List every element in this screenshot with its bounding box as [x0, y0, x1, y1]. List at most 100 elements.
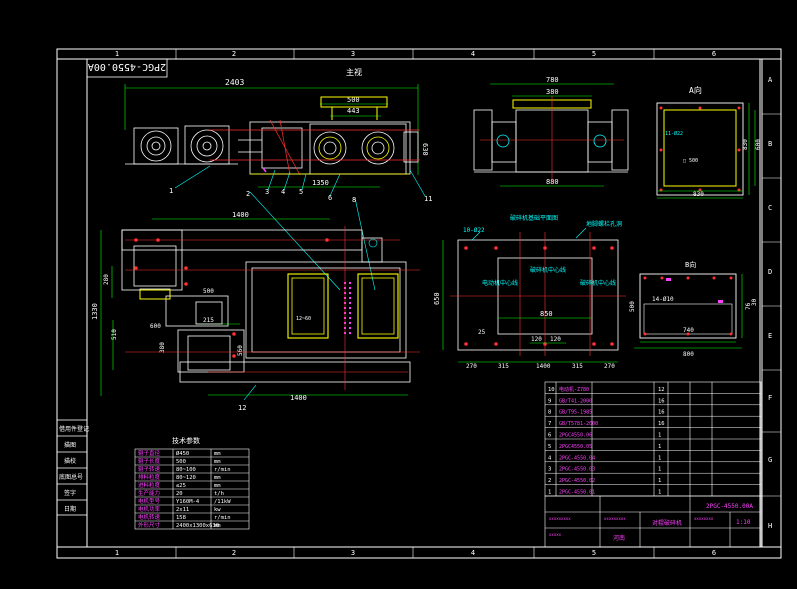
foundation-dim-row-0: 270 [466, 363, 477, 370]
part-index: 7 [548, 421, 551, 427]
strip-label-2: 描校 [64, 457, 76, 465]
strip-label-5: 日期 [64, 505, 76, 513]
view-b-dim-width: 740 [683, 327, 694, 334]
front-callout-6: 6 [328, 194, 332, 202]
part-code: GB/T41-2000 [559, 398, 592, 404]
part-qty: 1 [658, 467, 661, 473]
view-a-dim-side: 11-Ø22 [665, 130, 683, 137]
view-b: B向 14-Ø10 740 800 500 76 30 [629, 260, 758, 358]
foundation-title: 破碎机基础平面图 [510, 214, 558, 222]
part-index: 5 [548, 444, 551, 450]
tech-param-unit: mm [214, 475, 221, 481]
drawing-number-inverted: 2PGC-4550.00A [88, 61, 166, 72]
tech-param-name: 辊子长度 [138, 457, 161, 465]
foundation-dim-25: 25 [478, 329, 486, 336]
front-callout-2: 2 [246, 190, 250, 198]
tech-param-unit: mm [214, 483, 221, 489]
tech-param-unit: mm [214, 523, 221, 529]
front-callout-11: 11 [424, 195, 432, 203]
side-view: 780 380 880 [473, 76, 629, 187]
col-label-bottom-3: 3 [351, 549, 355, 557]
part-code: 2PGC4550.06 [559, 433, 592, 439]
view-b-dim-top: 14-Ø10 [652, 296, 674, 303]
title-name: 对辊破碎机 [652, 519, 682, 527]
col-label-top-5: 5 [592, 50, 596, 58]
part-code: 2PGC-4550.04 [559, 455, 595, 461]
part-code: GB/T95-1985 [559, 410, 592, 416]
plan-dim-top: 1400 [232, 211, 249, 219]
front-callout-8: 8 [352, 196, 356, 204]
part-index: 8 [548, 410, 551, 416]
plan-dim-c: 215 [203, 317, 214, 324]
title-drawing-number: 2PGC-4550.00A [706, 503, 753, 510]
foundation-dim-row-4: 270 [604, 363, 615, 370]
foundation-dim-mid2: 120 [550, 336, 561, 343]
plan-dim-e: 380 [159, 342, 166, 353]
part-qty: 1 [658, 490, 661, 496]
tech-param-value: 158 [176, 515, 186, 521]
tech-param-value: 80~100 [176, 467, 196, 473]
plan-dim-bottom: 1400 [290, 394, 307, 402]
foundation-bolt-note: 10-Ø22 [463, 227, 485, 234]
col-label-top-1: 1 [115, 50, 119, 58]
plan-dim-a: 500 [203, 288, 214, 295]
tech-param-unit: /11kW [214, 499, 231, 505]
strip-label-4: 签字 [64, 489, 76, 497]
tech-param-unit: kw [214, 507, 221, 513]
plan-dim-gap: 12~60 [296, 316, 311, 322]
tech-param-name: 生产能力 [138, 489, 160, 497]
front-dim-gear: 443 [347, 107, 360, 115]
tech-param-unit: r/min [214, 515, 231, 521]
tech-param-value: ≤25 [176, 483, 186, 489]
foundation-dim-850: 850 [540, 310, 553, 318]
view-b-title: B向 [685, 260, 696, 269]
col-label-top-3: 3 [351, 50, 355, 58]
tech-param-name: 电机转速 [138, 513, 161, 521]
part-index: 9 [548, 398, 551, 404]
col-label-top-6: 6 [712, 50, 716, 58]
view-a-dim-h1: 830 [742, 139, 749, 150]
tech-param-name: 进料粒度 [138, 481, 161, 489]
part-index: 6 [548, 433, 551, 439]
col-label-bottom-4: 4 [471, 549, 475, 557]
plan-callout-12: 12 [238, 404, 246, 412]
col-label-bottom-5: 5 [592, 549, 596, 557]
plan-dim-d: 600 [150, 323, 161, 330]
plan-dim-b: 280 [103, 274, 110, 285]
strip-label-1: 描图 [64, 441, 76, 449]
row-label-d: D [768, 268, 772, 276]
part-code: 电动机-Z780 [559, 386, 589, 393]
tech-param-value: 2x11 [176, 507, 189, 513]
foundation-dim-row-2: 1400 [536, 363, 551, 370]
tech-param-value: 500 [176, 459, 186, 465]
foundation-dim-mid: 120 [531, 336, 542, 343]
front-dim-base: 1350 [312, 179, 329, 187]
tech-param-unit: t/h [214, 491, 224, 497]
grid-labels: 1 2 3 4 5 6 1 2 3 4 5 6 A B C D E F G H [115, 50, 773, 557]
part-qty: 1 [658, 433, 661, 439]
title-company: 河南 [613, 534, 625, 542]
plan-dim-g: 560 [237, 345, 244, 356]
part-code: 2PGC-4550.01 [559, 490, 595, 496]
view-a-dim-inner: □ 500 [683, 158, 698, 164]
col-label-bottom-1: 1 [115, 549, 119, 557]
row-label-e: E [768, 332, 772, 340]
part-qty: 1 [658, 478, 661, 484]
side-dim-overall: 780 [546, 76, 559, 84]
part-code: 2PGC-4550.03 [559, 467, 595, 473]
tech-param-value: 2400x1300x630 [176, 523, 219, 529]
tech-param-name: 辊子直径 [138, 449, 161, 457]
row-label-a: A [768, 76, 773, 84]
foundation-dim-650: 650 [433, 292, 441, 305]
view-b-dim-total: 800 [683, 351, 694, 358]
tech-param-name: 电机型号 [138, 497, 161, 505]
view-a: A向 11-Ø22 □ 500 830 830 600 [656, 85, 762, 199]
part-code: GB/T5781-2000 [559, 421, 598, 427]
view-a-title: A向 [689, 85, 702, 95]
foundation-dim-row-1: 315 [498, 363, 509, 370]
svg-text:xxxxx: xxxxx [549, 532, 562, 537]
part-index: 2 [548, 478, 551, 484]
